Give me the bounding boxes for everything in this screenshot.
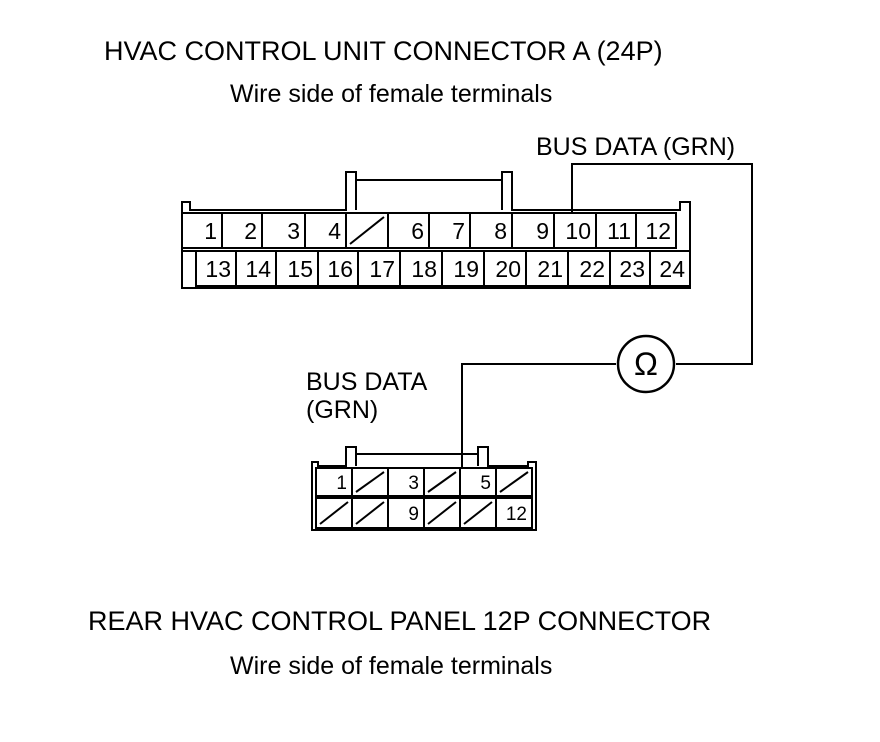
terminal-number: 1 xyxy=(336,473,347,494)
terminal-number: 15 xyxy=(287,256,313,282)
connector-b-housing xyxy=(311,446,537,531)
bus-data-label-b-line1: BUS DATA xyxy=(306,368,428,396)
terminal-number: 18 xyxy=(411,256,437,282)
terminal-number: 23 xyxy=(619,256,645,282)
terminal-number: 20 xyxy=(495,256,521,282)
terminal-number: 3 xyxy=(287,218,300,244)
connector-b-subtitle: Wire side of female terminals xyxy=(230,652,553,680)
terminal-number: 7 xyxy=(452,218,465,244)
terminal-number: 17 xyxy=(369,256,395,282)
empty-cavity-slash xyxy=(349,216,385,245)
terminal-cell xyxy=(495,497,533,529)
ohm-symbol: Ω xyxy=(634,346,658,382)
terminal-number: 9 xyxy=(408,504,419,525)
ohmmeter-icon xyxy=(616,334,676,394)
terminal-number: 1 xyxy=(204,218,217,244)
terminal-cell xyxy=(649,250,691,287)
connector-b-title: REAR HVAC CONTROL PANEL 12P CONNECTOR xyxy=(88,606,712,636)
terminal-number: 2 xyxy=(244,218,257,244)
empty-cavity-slash xyxy=(427,501,457,525)
terminal-number: 12 xyxy=(506,504,527,525)
terminal-cell xyxy=(495,467,533,497)
terminal-number: 11 xyxy=(607,218,631,244)
connector-a-subtitle: Wire side of female terminals xyxy=(230,80,553,108)
connector-a-housing xyxy=(181,171,691,289)
terminal-number: 13 xyxy=(205,256,231,282)
terminal-number: 10 xyxy=(565,218,591,244)
bus-data-wire xyxy=(461,163,753,468)
terminal-number: 3 xyxy=(408,473,419,494)
terminal-number: 16 xyxy=(327,256,353,282)
connector-b-terminals: 1 3 5 9 12 xyxy=(315,467,533,529)
connector-a-title: HVAC CONTROL UNIT CONNECTOR A (24P) xyxy=(104,36,663,66)
terminal-number: 9 xyxy=(536,218,549,244)
terminal-number: 8 xyxy=(494,218,507,244)
terminal-number: 19 xyxy=(453,256,479,282)
terminal-number: 21 xyxy=(537,256,563,282)
empty-cavity-slash xyxy=(355,471,385,493)
terminal-number: 4 xyxy=(328,218,341,244)
empty-cavity-slash xyxy=(499,471,529,493)
empty-cavity-slash xyxy=(463,501,493,525)
terminal-cell xyxy=(635,212,677,249)
terminal-number: 6 xyxy=(411,218,424,244)
terminal-number: 12 xyxy=(645,218,671,244)
empty-cavity-slash xyxy=(427,471,457,493)
bus-data-label-a: BUS DATA (GRN) xyxy=(536,133,736,161)
empty-cavity-slash xyxy=(319,501,349,525)
terminal-number: 22 xyxy=(579,256,605,282)
terminal-number: 5 xyxy=(480,473,491,494)
empty-cavity-slash xyxy=(355,501,385,525)
terminal-number: 24 xyxy=(659,256,685,282)
bus-data-label-b-line2: (GRN) xyxy=(306,396,379,424)
terminal-number: 14 xyxy=(245,256,271,282)
